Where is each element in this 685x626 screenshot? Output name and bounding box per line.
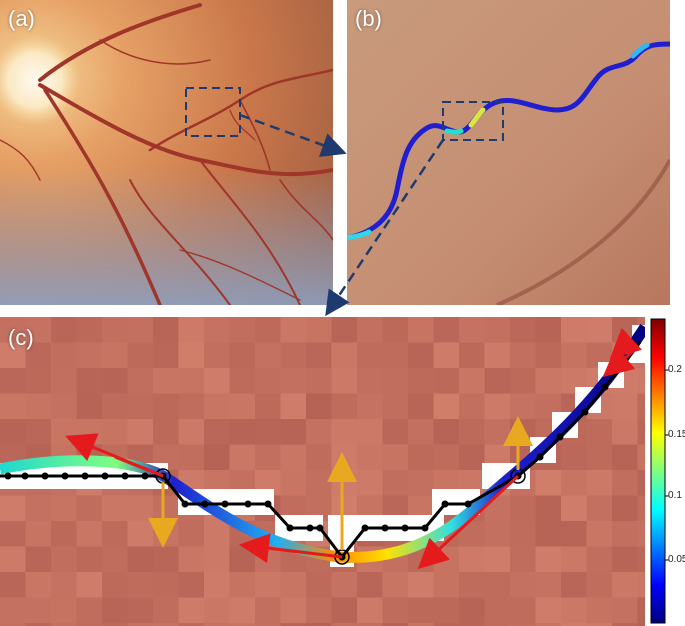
chain-node	[201, 500, 209, 508]
zoom-panel: (b)	[347, 0, 670, 305]
chain-node	[101, 472, 109, 480]
zoom-box-b	[442, 101, 504, 141]
chain-node	[221, 500, 229, 508]
chain-node	[244, 500, 252, 508]
chain-node	[401, 524, 409, 532]
chain-node	[306, 524, 314, 532]
colorbar-tick-label: 0.05	[668, 554, 685, 565]
chain-node	[286, 524, 294, 532]
chain-node	[441, 500, 449, 508]
chain-node	[581, 408, 589, 416]
chain-node	[141, 472, 149, 480]
fundus-image	[0, 0, 333, 305]
chain-node	[381, 524, 389, 532]
colorbar-tick-label: 0.2	[668, 364, 682, 375]
panel-label-a: (a)	[8, 6, 35, 31]
zoom-box-a	[185, 87, 241, 137]
colorbar-tick-label: 0.15	[668, 429, 685, 440]
pixel-detail-panel: (c)	[0, 317, 645, 626]
chain-node	[556, 433, 564, 441]
normal-arrows	[148, 416, 533, 550]
chain-node	[41, 472, 49, 480]
zoomed-fundus-image	[347, 0, 670, 305]
chain-node	[536, 453, 544, 461]
colorbar-tick-label: 0.1	[668, 490, 682, 501]
chain-node	[264, 500, 272, 508]
chain-node	[81, 472, 89, 480]
curvature-colorbar: 0.2 0.15 0.1 0.05	[648, 317, 685, 626]
panel-label-c: (c)	[8, 325, 34, 350]
pixel-detail-diagram	[0, 317, 645, 626]
chain-node	[121, 472, 129, 480]
chain-node	[601, 383, 609, 391]
fundus-image-panel: (a)	[0, 0, 333, 305]
chain-node	[421, 524, 429, 532]
panel-label-b: (b)	[355, 6, 382, 31]
chain-node	[61, 472, 69, 480]
chain-node	[464, 500, 472, 508]
tangent-arrows	[65, 327, 643, 570]
chain-node	[4, 472, 12, 480]
chain-node	[316, 524, 324, 532]
chain-node	[21, 472, 29, 480]
chain-node	[361, 524, 369, 532]
chain-node	[181, 500, 189, 508]
